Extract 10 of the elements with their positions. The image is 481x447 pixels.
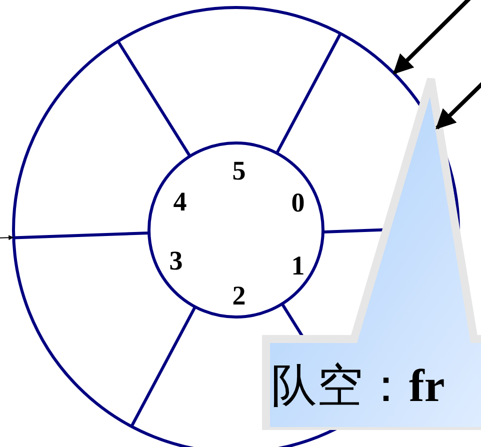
arrow <box>436 80 481 130</box>
arrow <box>0 235 14 240</box>
callout-text: 队空：fr <box>271 363 445 409</box>
slot-index: 5 <box>232 158 246 184</box>
slot-index: 3 <box>169 248 183 274</box>
arrow <box>392 0 472 74</box>
slot-index: 0 <box>291 190 305 216</box>
slot-index: 4 <box>173 188 187 216</box>
slot-index: 2 <box>232 282 246 310</box>
slot-index: 1 <box>291 252 305 280</box>
